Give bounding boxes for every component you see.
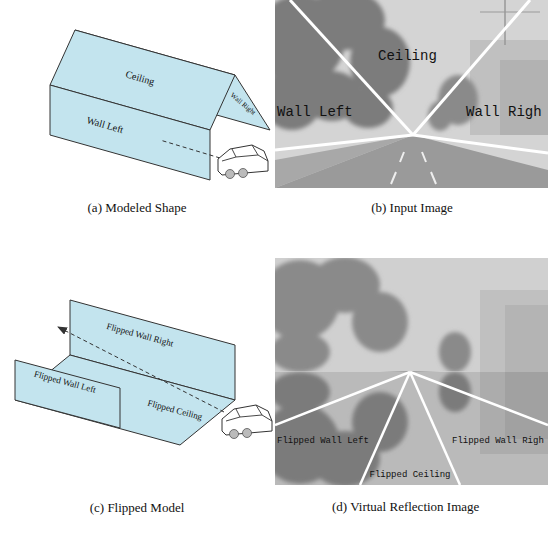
input-photo [275,0,548,188]
reflection-photo [275,258,548,485]
flipped-ceiling-plane [15,355,235,445]
car-icon [218,145,268,179]
image-label: Wall Righ [466,104,542,120]
flipped-left-wall-plane [15,360,120,428]
image-label: Wall Left [277,104,353,120]
subfigure-caption: (a) Modeled Shape [88,201,187,216]
flipped-model [15,300,235,445]
car-icon [222,405,272,439]
image-label: Flipped Ceiling [369,470,450,480]
view-direction [160,140,220,158]
left-wall-plane [50,85,210,180]
image-label: Flipped Wall Righ [452,436,544,446]
model-edge-lines [275,372,548,485]
subfigure-caption: (c) Flipped Model [90,501,185,516]
subfigure-caption: (b) Input Image [371,201,453,216]
image-label: Flipped Wall Left [277,436,369,446]
subfigure-caption: (d) Virtual Reflection Image [332,500,497,515]
model-edge-lines [275,0,548,153]
modeled-shape [50,30,270,180]
image-label: Ceiling [378,48,437,64]
